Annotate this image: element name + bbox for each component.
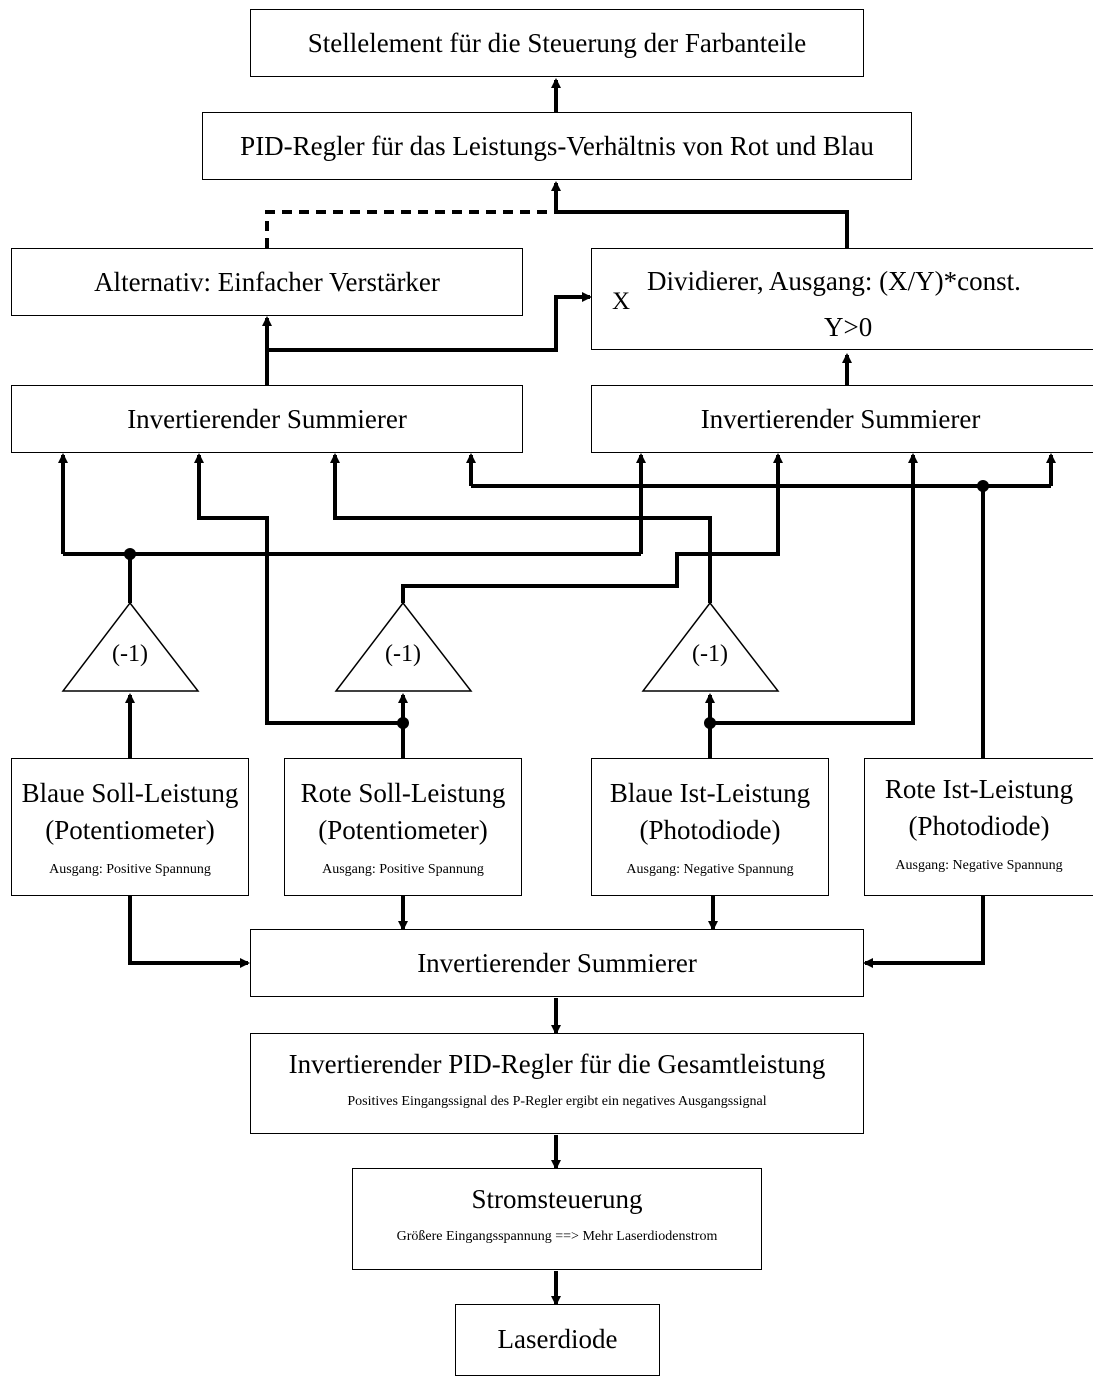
blue-soll-box: Blaue Soll-Leistung (Potentiometer) Ausg… (11, 758, 249, 896)
pid-total-title: Invertierender PID-Regler für die Gesamt… (288, 1049, 826, 1079)
red-ist-box: Rote Ist-Leistung (Photodiode) Ausgang: … (864, 758, 1093, 896)
sum-right-box: Invertierender Summierer (591, 385, 1093, 453)
alt-amp-title: Alternativ: Einfacher Verstärker (94, 266, 440, 297)
inverter-3-label: (-1) (692, 641, 728, 667)
sum-left-title: Invertierender Summierer (127, 403, 407, 434)
arrow-red-soll-to-sum-left (194, 453, 403, 725)
inverter-triangle (61, 601, 200, 692)
blue-soll-title: Blaue Soll-Leistung (21, 778, 239, 808)
arrow-red-ist-to-sum-bottom (863, 896, 985, 968)
sum-bottom-title: Invertierender Summierer (417, 947, 697, 978)
red-soll-box: Rote Soll-Leistung (Potentiometer) Ausga… (284, 758, 522, 896)
junction-dot (124, 548, 136, 560)
inverter-1-label: (-1) (112, 641, 148, 667)
red-ist-output: Ausgang: Negative Spannung (895, 858, 1063, 873)
red-soll-output: Ausgang: Positive Spannung (322, 862, 484, 877)
pid-total-note: Positives Eingangssignal des P-Regler er… (347, 1094, 767, 1109)
blue-soll-output: Ausgang: Positive Spannung (49, 862, 211, 877)
pid-ratio-box: PID-Regler für das Leistungs-Verhältnis … (202, 112, 912, 180)
inverter-2-label: (-1) (385, 641, 421, 667)
junction-dot (977, 480, 989, 492)
arrow-neg-blue-ist-to-sum-left (330, 453, 712, 603)
laser-title: Laserdiode (497, 1324, 618, 1354)
arrow-neg-red-soll-to-sum-right (401, 453, 783, 603)
current-box: Stromsteuerung Größere Eingangsspannung … (352, 1168, 762, 1270)
divider-box: Dividierer, Ausgang: (X/Y)*const. Y>0 X (591, 248, 1093, 350)
wire-sum-left-to-divider-x (267, 292, 592, 352)
divider-x-label: X (612, 288, 631, 315)
red-ist-subtitle: (Photodiode) (908, 811, 1050, 841)
red-ist-title: Rote Ist-Leistung (884, 774, 1074, 804)
arrow-blue-soll-to-sum-bottom (128, 896, 250, 968)
arrow-blue-ist-to-sum-right (710, 453, 918, 725)
divider-title: Dividierer, Ausgang: (X/Y)*const. (647, 266, 1021, 296)
divider-y-label: Y>0 (824, 312, 873, 342)
wire-alt-amp-to-pid-dashed (265, 210, 556, 248)
sum-left-box: Invertierender Summierer (11, 385, 523, 453)
alt-amp-box: Alternativ: Einfacher Verstärker (11, 248, 523, 316)
blue-ist-box: Blaue Ist-Leistung (Photodiode) Ausgang:… (591, 758, 829, 896)
inverter-triangle (641, 601, 780, 692)
red-soll-title: Rote Soll-Leistung (300, 778, 506, 808)
junction-dot (397, 717, 409, 729)
sum-bottom-box: Invertierender Summierer (250, 929, 864, 997)
junction-dot (704, 717, 716, 729)
inverter-triangle (334, 601, 473, 692)
current-title: Stromsteuerung (471, 1184, 643, 1214)
stellelement-box: Stellelement für die Steuerung der Farba… (250, 9, 864, 77)
sum-right-title: Invertierender Summierer (700, 403, 981, 434)
wire-divider-to-pid (551, 181, 849, 248)
stellelement-title: Stellelement für die Steuerung der Farba… (307, 27, 807, 58)
blue-soll-subtitle: (Potentiometer) (45, 815, 215, 845)
pid-ratio-title: PID-Regler für das Leistungs-Verhältnis … (240, 130, 874, 161)
blue-ist-title: Blaue Ist-Leistung (609, 778, 811, 808)
current-note: Größere Eingangsspannung ==> Mehr Laserd… (396, 1229, 718, 1244)
blue-ist-subtitle: (Photodiode) (639, 815, 781, 845)
laser-box: Laserdiode (455, 1304, 660, 1376)
pid-total-box: Invertierender PID-Regler für die Gesamt… (250, 1033, 864, 1134)
red-soll-subtitle: (Potentiometer) (318, 815, 488, 845)
blue-ist-output: Ausgang: Negative Spannung (626, 862, 794, 877)
